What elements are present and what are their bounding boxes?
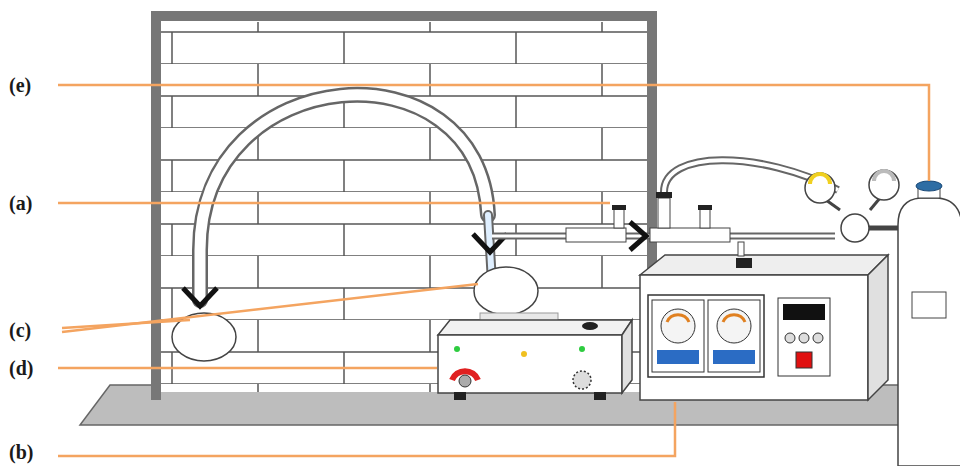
brick-wall [160, 22, 648, 392]
callout-label: (c) [8, 319, 32, 341]
wall-frame [156, 16, 652, 400]
gauge-scale [667, 315, 689, 322]
heat-knob [459, 375, 471, 387]
gas-cylinder [898, 198, 960, 466]
callout-label: (d) [8, 357, 34, 379]
leader-line [58, 402, 675, 456]
indicator-light [521, 351, 527, 357]
leader-line [62, 284, 478, 332]
hot-plate-side [622, 320, 632, 393]
power-button [796, 352, 812, 368]
valve-handle [698, 205, 712, 210]
regulator [841, 214, 869, 242]
valve-stem [700, 208, 710, 228]
manifold [650, 228, 730, 242]
tee-valve [658, 198, 670, 228]
gauge-stem [870, 198, 880, 210]
button [785, 333, 795, 343]
cylinder-tag [912, 292, 946, 318]
handle [736, 258, 752, 268]
pressure-gauge [805, 173, 835, 203]
hot-plate [438, 335, 622, 393]
display-panel [778, 298, 830, 376]
indicator-light [454, 346, 460, 352]
transfer-tube [200, 95, 488, 300]
right-flask [474, 267, 538, 315]
controller-box [640, 275, 868, 400]
valve-stem [614, 208, 624, 228]
gauge-label-plate [657, 350, 699, 364]
switch [582, 322, 598, 330]
leader-lines [58, 85, 929, 456]
callout-label: (b) [8, 441, 34, 463]
gauge-label-plate [713, 350, 755, 364]
callout-label: (a) [8, 192, 33, 214]
leader-line [58, 202, 610, 205]
stir-knob [573, 371, 591, 389]
button [813, 333, 823, 343]
drain-valve [738, 242, 744, 256]
pressure-gauge [869, 170, 899, 200]
leader-line [58, 367, 437, 370]
gauge [661, 309, 695, 343]
clamp [183, 288, 217, 306]
gauge-scale [723, 315, 745, 322]
foot [594, 392, 606, 400]
gauge [717, 309, 751, 343]
clamp [630, 222, 646, 250]
gauge-scale [810, 174, 830, 184]
valve-handle [656, 192, 672, 198]
cylinder-knob [916, 181, 942, 191]
callout-label: (e) [8, 74, 32, 96]
transfer-tube-outline [200, 95, 488, 300]
indicator-light [579, 346, 585, 352]
button [799, 333, 809, 343]
gauge-frame [652, 300, 704, 372]
gauge-frame [708, 300, 760, 372]
foot [454, 392, 466, 400]
controller-top [640, 255, 888, 275]
controller-side [868, 255, 888, 400]
hot-plate-top [438, 320, 632, 335]
gauge-panel [648, 295, 764, 377]
cylinder-connector [869, 226, 900, 231]
digital-display [783, 304, 825, 320]
valve-body [566, 228, 626, 242]
valve-handle [612, 205, 626, 210]
leader-line [58, 85, 929, 181]
gauge-scale [874, 171, 894, 181]
